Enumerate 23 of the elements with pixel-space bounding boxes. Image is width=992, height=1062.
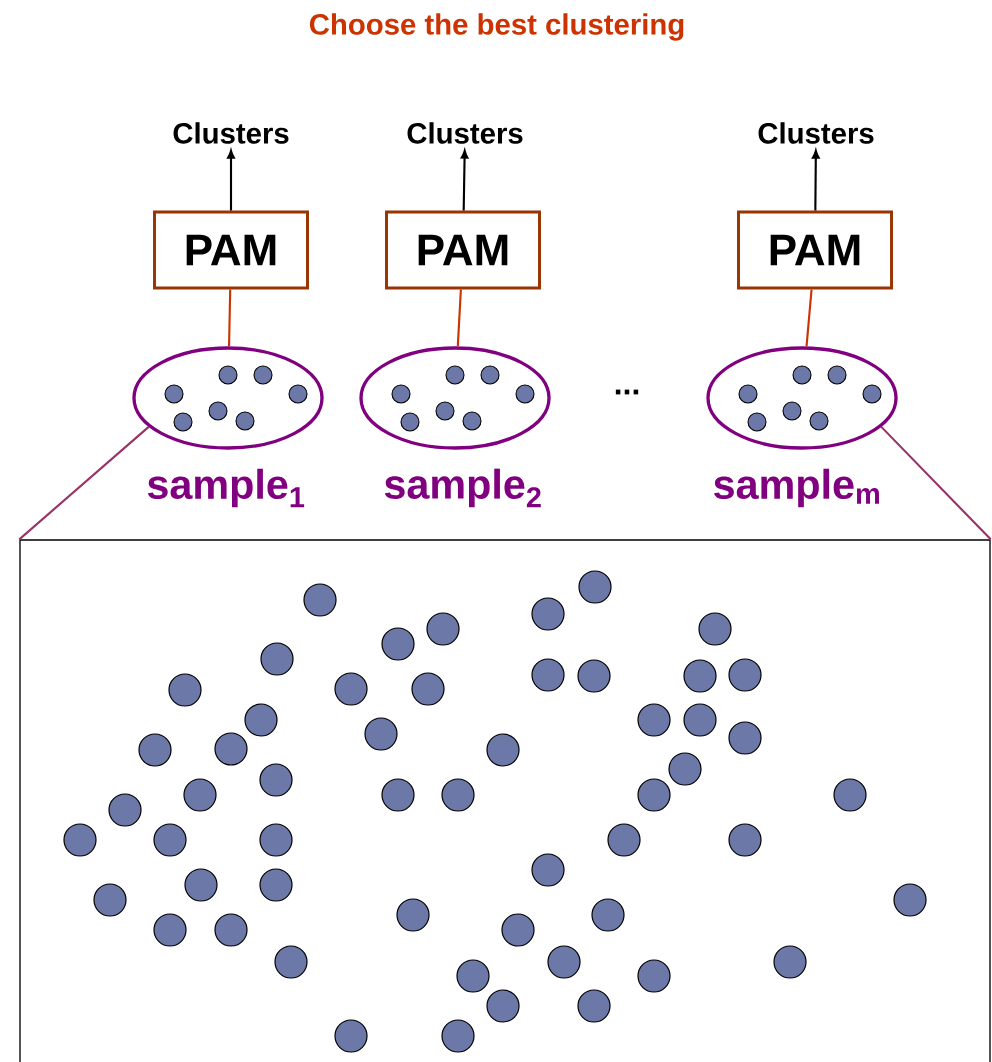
sample-label: sample$_{1}$ bbox=[147, 468, 305, 508]
connector-line bbox=[228, 289, 232, 347]
sample-label: sample$_{2}$ bbox=[384, 468, 541, 508]
sample-ellipse-drawing bbox=[706, 346, 898, 450]
process-box: PAM bbox=[737, 210, 893, 290]
arrow bbox=[811, 149, 820, 211]
dataset-box-drawing bbox=[19, 539, 991, 1062]
output-label: Clusters bbox=[758, 122, 874, 144]
output-label: Clusters bbox=[407, 122, 523, 144]
arrow bbox=[460, 149, 469, 211]
connector-line bbox=[18, 426, 150, 541]
title: Choose the best clustering bbox=[309, 13, 684, 41]
connector-line bbox=[880, 426, 992, 541]
arrow bbox=[227, 149, 235, 211]
connector-line bbox=[805, 289, 813, 347]
connector-line bbox=[456, 289, 462, 347]
process-box: PAM bbox=[153, 210, 309, 290]
output-label: Clusters bbox=[173, 122, 289, 144]
ellipsis: ... bbox=[615, 389, 639, 395]
sample-label: sample$_{m}$ bbox=[714, 468, 879, 508]
sample-ellipse-drawing bbox=[359, 346, 551, 450]
process-box: PAM bbox=[385, 210, 541, 290]
sample-ellipse-drawing bbox=[132, 346, 324, 450]
